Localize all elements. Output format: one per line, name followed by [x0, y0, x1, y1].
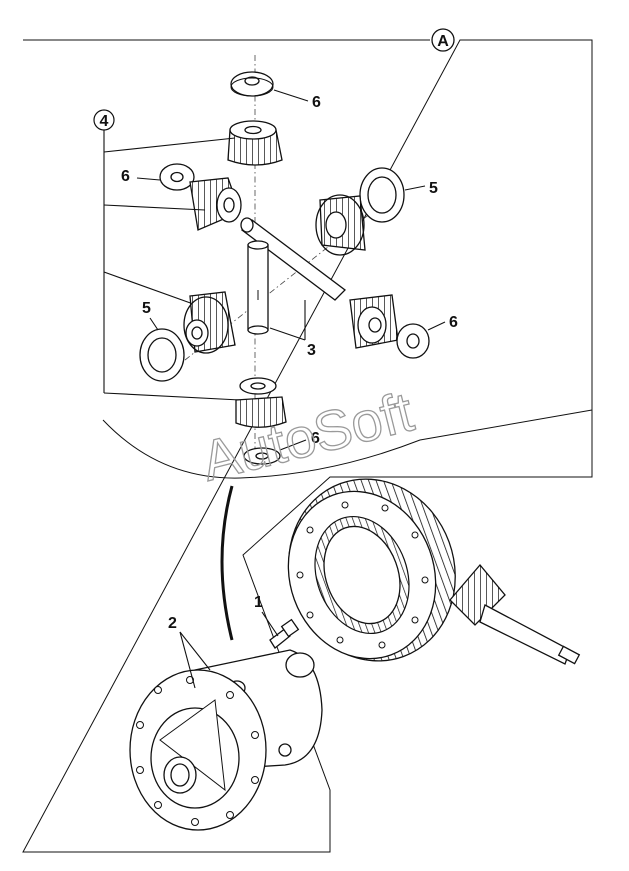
side-gear-washer-left	[139, 328, 185, 382]
outer-frame	[22, 39, 593, 853]
leader-shaft-a	[269, 327, 306, 341]
callout-4: 4	[100, 113, 109, 130]
callout-6-left: 6	[121, 168, 130, 185]
leader-washer-right	[404, 185, 426, 191]
leader-washer-left-lower	[149, 317, 159, 331]
callout-4-circle	[93, 109, 115, 131]
ring-gear	[287, 478, 456, 662]
callout-2: 2	[168, 615, 177, 632]
cross-shaft	[240, 217, 346, 335]
leader-washer-bottom	[279, 439, 307, 451]
thrust-washer-left	[159, 163, 195, 191]
leader-washer-left	[136, 177, 161, 181]
pinion-gear-top	[227, 120, 283, 166]
ring-gear-bolt-holes	[296, 501, 429, 649]
callout-4-bracket	[103, 130, 241, 401]
pinion-gear-left-upper	[189, 177, 242, 231]
view-a-marker: A	[431, 28, 455, 52]
callout-1: 1	[254, 594, 263, 611]
housing-bolt	[269, 618, 300, 649]
thrust-washer-top	[230, 71, 274, 97]
leader-bolt	[261, 611, 279, 637]
drive-pinion	[449, 563, 581, 665]
leader-housing-a	[179, 631, 196, 689]
detail-connector-line	[220, 485, 234, 641]
pinion-gear-bottom	[235, 377, 287, 428]
callout-5-left: 5	[142, 300, 151, 317]
detail-view-boundary	[102, 409, 593, 479]
watermark: AutoSoft	[195, 379, 419, 492]
callout-6-right: 6	[449, 314, 458, 331]
differential-housing	[129, 649, 323, 831]
side-gear-right	[315, 194, 366, 256]
thrust-washer-bottom	[243, 447, 281, 465]
side-gear-washer-right	[359, 167, 405, 223]
callout-3: 3	[307, 342, 316, 359]
callout-6-bottom: 6	[311, 430, 320, 447]
view-a-label: A	[437, 33, 449, 50]
thrust-washer-right-lower	[396, 323, 430, 359]
flange-bolt-holes	[136, 676, 259, 826]
leader-washer-right-lower	[427, 321, 446, 331]
callout-6-top: 6	[312, 94, 321, 111]
leader-washer-top	[273, 89, 309, 102]
callout-5-right: 5	[429, 180, 438, 197]
side-gear-left	[183, 291, 236, 354]
pinion-gear-right-lower	[349, 294, 399, 349]
leader-housing-b	[179, 631, 211, 671]
